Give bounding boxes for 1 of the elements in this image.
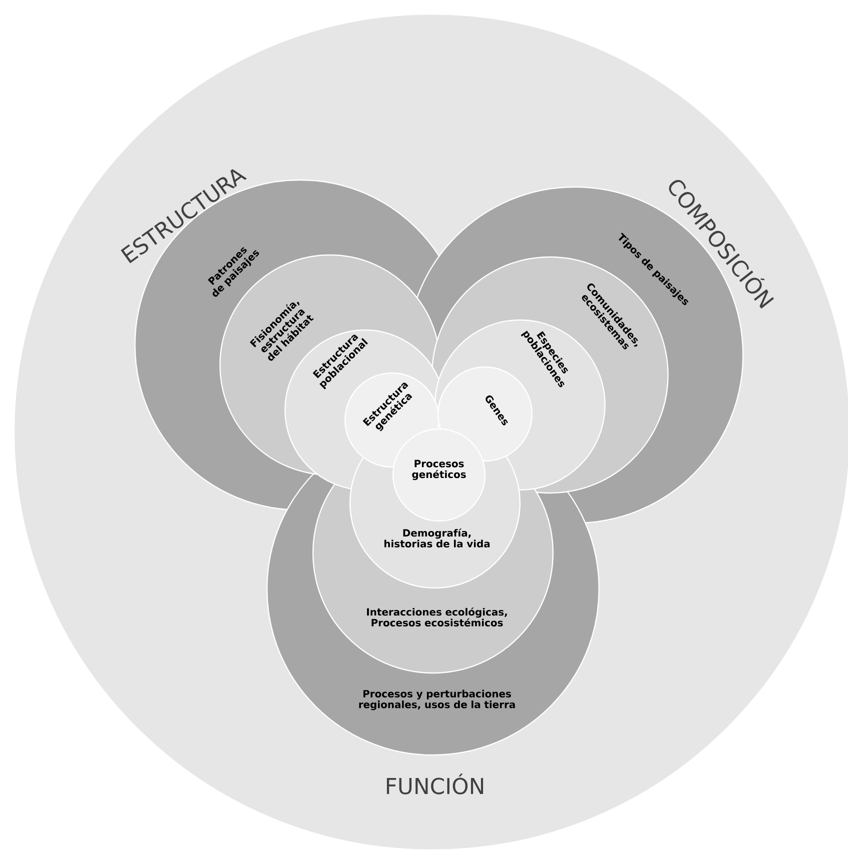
node-label: FUNCIÓN (386, 774, 484, 794)
